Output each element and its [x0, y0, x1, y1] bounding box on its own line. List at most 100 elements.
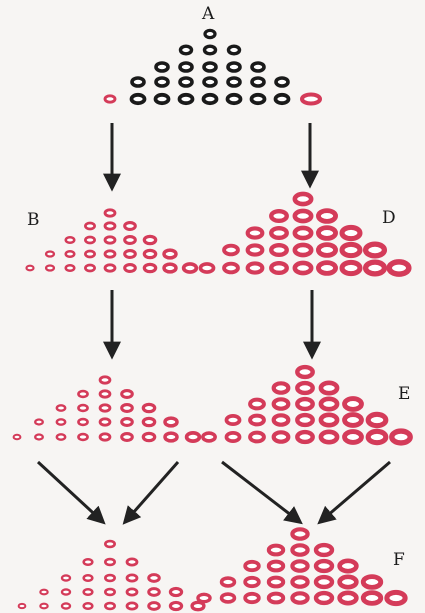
bead-ring-icon	[103, 94, 117, 104]
label-f: F	[393, 550, 405, 570]
bead-ring-icon	[82, 588, 94, 596]
bead-ring-icon	[365, 428, 389, 446]
bead-ring-icon	[184, 431, 202, 443]
bead-ring-icon	[154, 76, 170, 88]
bead-ring-icon	[292, 242, 314, 258]
bead-ring-icon	[337, 574, 359, 590]
bead-ring-icon	[271, 413, 291, 427]
bead-ring-icon	[203, 28, 217, 40]
bead-ring-icon	[82, 574, 94, 582]
bead-ring-icon	[141, 416, 157, 428]
bead-ring-icon	[147, 573, 161, 583]
bead-ring-icon	[245, 226, 265, 240]
bead-ring-icon	[142, 262, 158, 274]
bead-ring-icon	[266, 591, 286, 605]
bead-ring-icon	[142, 234, 158, 246]
bead-ring-icon	[245, 261, 265, 275]
bead-ring-icon	[273, 92, 291, 106]
bead-ring-icon	[202, 44, 218, 56]
arrow-c-to-f-left	[36, 460, 106, 525]
bead-ring-icon	[196, 592, 212, 604]
bead-ring-icon	[82, 602, 94, 610]
bead-ring-icon	[274, 76, 290, 88]
bead-ring-icon	[271, 397, 291, 411]
bead-ring-icon	[362, 241, 388, 259]
bead-ring-icon	[339, 259, 363, 277]
bead-ring-icon	[290, 543, 310, 557]
bead-ring-icon	[34, 433, 44, 441]
bead-ring-icon	[339, 224, 363, 242]
bead-ring-icon	[245, 243, 265, 257]
arrow-c-to-f-right	[122, 461, 180, 525]
bead-ring-icon	[103, 263, 117, 273]
label-e: E	[398, 384, 411, 404]
bead-ring-icon	[299, 92, 323, 106]
bead-ring-icon	[318, 429, 340, 445]
bead-ring-icon	[219, 576, 237, 588]
bead-ring-icon	[313, 590, 335, 606]
bead-ring-icon	[12, 433, 22, 441]
bead-ring-icon	[77, 389, 89, 399]
bead-ring-icon	[190, 600, 206, 612]
pyramid-e	[201, 364, 413, 446]
bead-ring-icon	[120, 389, 134, 399]
bead-ring-icon	[123, 263, 137, 273]
bead-ring-icon	[84, 249, 96, 259]
bead-ring-icon	[77, 432, 89, 442]
bead-ring-icon	[266, 559, 286, 573]
bead-ring-icon	[313, 558, 335, 574]
bead-ring-icon	[64, 264, 76, 272]
bead-ring-icon	[269, 260, 289, 276]
bead-ring-icon	[243, 591, 261, 605]
pyramid-d	[198, 191, 412, 277]
bead-ring-icon	[104, 587, 116, 597]
bead-ring-icon	[360, 590, 384, 606]
bead-ring-icon	[168, 586, 184, 598]
bead-ring-icon	[44, 250, 56, 258]
bead-ring-icon	[153, 92, 171, 106]
bead-ring-icon	[77, 417, 89, 427]
bead-ring-icon	[64, 236, 76, 244]
bead-ring-icon	[55, 433, 67, 441]
bead-ring-icon	[243, 559, 261, 573]
bead-ring-icon	[123, 249, 137, 259]
bead-ring-icon	[243, 575, 261, 589]
bead-ring-icon	[266, 575, 286, 589]
bead-ring-icon	[162, 248, 178, 260]
bead-ring-icon	[295, 380, 315, 396]
pyramid-f	[17, 527, 408, 612]
bead-ring-icon	[222, 261, 240, 275]
bead-ring-icon	[77, 403, 89, 413]
bead-ring-icon	[120, 403, 134, 413]
bead-ring-icon	[250, 76, 266, 88]
bead-ring-icon	[39, 588, 49, 596]
bead-ring-icon	[292, 191, 314, 207]
bead-ring-icon	[44, 264, 56, 272]
bead-ring-icon	[295, 429, 315, 445]
bead-ring-icon	[125, 557, 139, 567]
bead-ring-icon	[295, 396, 315, 412]
bead-ring-icon	[318, 412, 340, 428]
bead-ring-icon	[313, 574, 335, 590]
bead-ring-icon	[17, 602, 27, 610]
bead-ring-icon	[60, 574, 72, 582]
bead-ring-icon	[269, 208, 289, 224]
bead-ring-icon	[271, 430, 291, 444]
bead-ring-icon	[342, 429, 364, 445]
bead-ring-icon	[103, 221, 117, 231]
bead-ring-icon	[98, 432, 112, 442]
bead-ring-icon	[226, 61, 242, 73]
bead-ring-icon	[168, 600, 184, 612]
bead-ring-icon	[224, 430, 242, 444]
bead-ring-icon	[120, 432, 134, 442]
bead-ring-icon	[295, 364, 315, 380]
bead-ring-icon	[104, 539, 116, 549]
bead-ring-icon	[163, 416, 179, 428]
bead-ring-icon	[290, 591, 310, 605]
bead-ring-icon	[360, 574, 384, 590]
bead-ring-icon	[226, 44, 242, 56]
bead-ring-icon	[339, 241, 363, 259]
bead-ring-icon	[162, 262, 178, 274]
bead-ring-icon	[84, 235, 96, 245]
bead-ring-icon	[224, 413, 242, 427]
